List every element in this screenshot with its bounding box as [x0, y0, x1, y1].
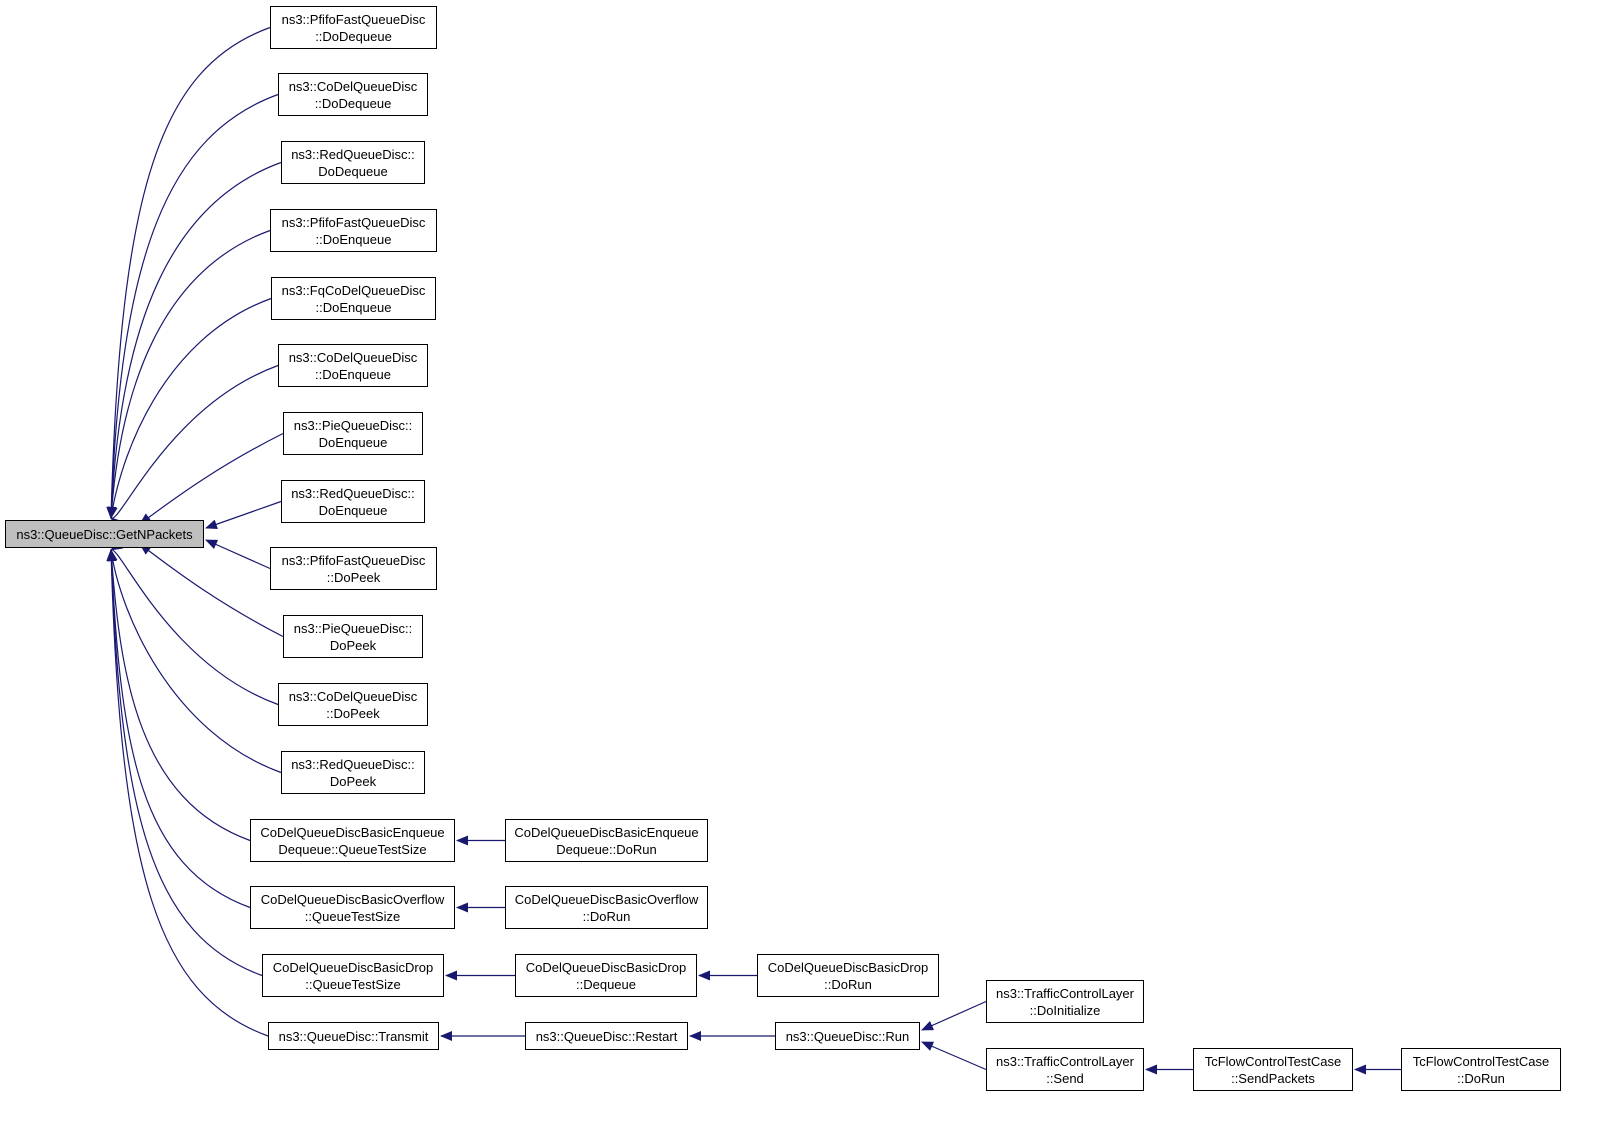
- node-label: ::Dequeue: [576, 976, 636, 992]
- node-pie-doenqueue[interactable]: ns3::PieQueueDisc::DoEnqueue: [283, 412, 423, 455]
- node-label: ns3::QueueDisc::Transmit: [278, 1028, 429, 1044]
- node-label: ns3::CoDelQueueDisc: [288, 349, 418, 365]
- node-label: ns3::QueueDisc::GetNPackets: [16, 526, 193, 542]
- edge-pfifo-dodequeue-to-root: [106, 26, 271, 519]
- node-label: ::DoPeek: [326, 569, 381, 585]
- node-ov-dorun[interactable]: CoDelQueueDiscBasicOverflow::DoRun: [505, 886, 708, 929]
- node-label: ns3::PfifoFastQueueDisc: [281, 552, 426, 568]
- node-codel-doenqueue[interactable]: ns3::CoDelQueueDisc::DoEnqueue: [278, 344, 428, 387]
- node-label: Dequeue::QueueTestSize: [278, 841, 427, 857]
- node-label: ::DoRun: [824, 976, 872, 992]
- edge-pfifo-doenqueue-to-root: [106, 229, 271, 519]
- node-ov-qts[interactable]: CoDelQueueDiscBasicOverflow::QueueTestSi…: [250, 886, 455, 929]
- edge-drop-qts-to-root: [106, 549, 263, 977]
- edge-red-dodequeue-to-root: [106, 161, 282, 519]
- node-label: ::DoEnqueue: [315, 299, 392, 315]
- node-pfifo-doenqueue[interactable]: ns3::PfifoFastQueueDisc::DoEnqueue: [270, 209, 437, 252]
- node-label: CoDelQueueDiscBasicDrop: [272, 959, 434, 975]
- edge-ov-qts-to-root: [106, 549, 251, 909]
- node-label: TcFlowControlTestCase: [1412, 1053, 1550, 1069]
- node-label: ::QueueTestSize: [305, 976, 401, 992]
- node-label: ns3::CoDelQueueDisc: [288, 688, 418, 704]
- node-label: CoDelQueueDiscBasicDrop: [525, 959, 687, 975]
- node-label: ns3::FqCoDelQueueDisc: [281, 282, 426, 298]
- node-tcft-dorun[interactable]: TcFlowControlTestCase::DoRun: [1401, 1048, 1561, 1091]
- node-label: ::DoEnqueue: [315, 231, 392, 247]
- node-label: CoDelQueueDiscBasicOverflow: [514, 891, 699, 907]
- node-label: ::DoPeek: [326, 705, 380, 721]
- node-label: ns3::CoDelQueueDisc: [288, 78, 418, 94]
- node-label: ::DoDequeue: [315, 28, 392, 44]
- edge-transmit-to-root: [106, 549, 269, 1037]
- node-label: ns3::PieQueueDisc::: [293, 417, 413, 433]
- node-codel-dopeek[interactable]: ns3::CoDelQueueDisc::DoPeek: [278, 683, 428, 726]
- node-tcl-send[interactable]: ns3::TrafficControlLayer::Send: [986, 1048, 1144, 1091]
- edge-ed-qts-to-root: [106, 549, 251, 842]
- edge-pfifo-dopeek-to-root: [205, 539, 271, 570]
- node-label: ns3::RedQueueDisc::: [291, 146, 415, 162]
- node-label: ns3::RedQueueDisc::: [291, 485, 415, 501]
- node-label: ns3::QueueDisc::Restart: [535, 1028, 678, 1044]
- edge-fqcodel-doenqueue-to-root: [107, 297, 272, 519]
- node-pfifo-dopeek[interactable]: ns3::PfifoFastQueueDisc::DoPeek: [270, 547, 437, 590]
- node-label: ::QueueTestSize: [304, 908, 401, 924]
- node-label: ns3::PfifoFastQueueDisc: [281, 214, 426, 230]
- node-label: CoDelQueueDiscBasicEnqueue: [514, 824, 699, 840]
- node-label: ns3::QueueDisc::Run: [785, 1028, 910, 1044]
- node-red-doenqueue[interactable]: ns3::RedQueueDisc::DoEnqueue: [281, 480, 425, 523]
- node-label: ::DoInitialize: [1029, 1002, 1101, 1018]
- node-run[interactable]: ns3::QueueDisc::Run: [775, 1022, 920, 1050]
- node-label: DoEnqueue: [318, 502, 388, 518]
- node-fqcodel-doenqueue[interactable]: ns3::FqCoDelQueueDisc::DoEnqueue: [271, 277, 436, 320]
- node-drop-deq[interactable]: CoDelQueueDiscBasicDrop::Dequeue: [515, 954, 697, 997]
- node-label: TcFlowControlTestCase: [1204, 1053, 1342, 1069]
- node-label: ns3::PieQueueDisc::: [293, 620, 413, 636]
- edge-tcl-send-to-run: [921, 1041, 987, 1071]
- node-root: ns3::QueueDisc::GetNPackets: [5, 520, 204, 548]
- edge-pie-doenqueue-to-root: [139, 432, 284, 525]
- node-label: ns3::TrafficControlLayer: [995, 985, 1134, 1001]
- node-label: CoDelQueueDiscBasicOverflow: [260, 891, 445, 907]
- node-tcft-send[interactable]: TcFlowControlTestCase::SendPackets: [1193, 1048, 1353, 1091]
- node-label: ::DoRun: [582, 908, 631, 924]
- node-red-dodequeue[interactable]: ns3::RedQueueDisc::DoDequeue: [281, 141, 425, 184]
- edge-codel-doenqueue-to-root: [110, 364, 279, 529]
- node-label: ::Send: [1046, 1070, 1084, 1086]
- edge-red-dopeek-to-root: [107, 549, 282, 774]
- node-label: ::SendPackets: [1231, 1070, 1315, 1086]
- node-label: DoDequeue: [318, 163, 388, 179]
- edge-codel-dopeek-to-root: [110, 540, 279, 706]
- node-label: ::DoRun: [1457, 1070, 1505, 1086]
- node-drop-qts[interactable]: CoDelQueueDiscBasicDrop::QueueTestSize: [262, 954, 444, 997]
- node-pfifo-dodequeue[interactable]: ns3::PfifoFastQueueDisc::DoDequeue: [270, 6, 437, 49]
- node-label: DoEnqueue: [318, 434, 388, 450]
- node-red-dopeek[interactable]: ns3::RedQueueDisc::DoPeek: [281, 751, 425, 794]
- node-label: CoDelQueueDiscBasicDrop: [767, 959, 929, 975]
- node-pie-dopeek[interactable]: ns3::PieQueueDisc::DoPeek: [283, 615, 423, 658]
- node-label: ns3::RedQueueDisc::: [291, 756, 415, 772]
- edge-pie-dopeek-to-root: [139, 543, 284, 638]
- node-label: CoDelQueueDiscBasicEnqueue: [260, 824, 445, 840]
- node-tcl-doinit[interactable]: ns3::TrafficControlLayer::DoInitialize: [986, 980, 1144, 1023]
- node-codel-dodequeue[interactable]: ns3::CoDelQueueDisc::DoDequeue: [278, 73, 428, 116]
- edge-tcl-doinit-to-run: [921, 1000, 987, 1031]
- node-label: ::DoDequeue: [314, 95, 392, 111]
- node-restart[interactable]: ns3::QueueDisc::Restart: [525, 1022, 688, 1050]
- node-transmit[interactable]: ns3::QueueDisc::Transmit: [268, 1022, 439, 1050]
- edge-codel-dodequeue-to-root: [106, 93, 279, 519]
- node-label: DoPeek: [329, 773, 377, 789]
- node-label: DoPeek: [329, 637, 377, 653]
- edge-red-doenqueue-to-root: [205, 500, 282, 530]
- node-label: ns3::TrafficControlLayer: [995, 1053, 1134, 1069]
- node-drop-dorun[interactable]: CoDelQueueDiscBasicDrop::DoRun: [757, 954, 939, 997]
- node-label: Dequeue::DoRun: [556, 841, 657, 857]
- node-label: ::DoEnqueue: [315, 366, 391, 382]
- node-label: ns3::PfifoFastQueueDisc: [281, 11, 426, 27]
